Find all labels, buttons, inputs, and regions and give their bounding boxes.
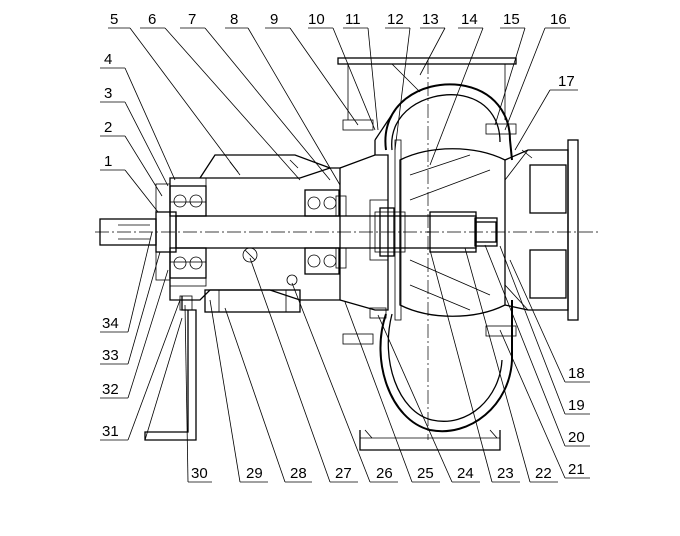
label-part-17: 17 bbox=[558, 73, 575, 90]
label-part-26: 26 bbox=[376, 465, 393, 482]
volute-casing bbox=[359, 83, 513, 451]
label-part-6: 6 bbox=[148, 11, 156, 28]
label-part-5: 5 bbox=[110, 11, 118, 28]
label-part-32: 32 bbox=[102, 381, 119, 398]
label-part-4: 4 bbox=[104, 51, 112, 68]
label-part-25: 25 bbox=[417, 465, 434, 482]
label-part-31: 31 bbox=[102, 423, 119, 440]
label-part-12: 12 bbox=[387, 11, 404, 28]
leader-lines bbox=[100, 27, 590, 483]
label-part-11: 11 bbox=[345, 11, 361, 28]
label-part-16: 16 bbox=[550, 11, 567, 28]
suction-nozzle bbox=[504, 139, 579, 321]
label-part-3: 3 bbox=[104, 85, 112, 102]
label-part-20: 20 bbox=[568, 429, 585, 446]
label-part-24: 24 bbox=[457, 465, 474, 482]
label-part-22: 22 bbox=[535, 465, 552, 482]
housing-lower-part bbox=[204, 247, 301, 313]
label-part-8: 8 bbox=[230, 11, 238, 28]
label-part-30: 30 bbox=[191, 465, 208, 482]
label-part-7: 7 bbox=[188, 11, 196, 28]
label-part-23: 23 bbox=[497, 465, 514, 482]
label-part-9: 9 bbox=[270, 11, 278, 28]
label-part-2: 2 bbox=[104, 119, 112, 136]
label-part-1: 1 bbox=[104, 153, 112, 170]
support-bracket bbox=[144, 295, 197, 441]
part-labels: 5 6 7 8 9 10 11 12 13 14 15 16 4 3 2 1 3… bbox=[102, 11, 585, 482]
label-part-19: 19 bbox=[568, 397, 585, 414]
label-part-27: 27 bbox=[335, 465, 352, 482]
front-bearing bbox=[155, 183, 207, 281]
label-part-34: 34 bbox=[102, 315, 119, 332]
label-part-33: 33 bbox=[102, 347, 119, 364]
label-part-15: 15 bbox=[503, 11, 520, 28]
label-part-14: 14 bbox=[461, 11, 478, 28]
label-part-13: 13 bbox=[422, 11, 439, 28]
label-part-28: 28 bbox=[290, 465, 307, 482]
label-part-29: 29 bbox=[246, 465, 263, 482]
label-part-10: 10 bbox=[308, 11, 325, 28]
rear-bearing bbox=[304, 189, 347, 275]
seal-bracket bbox=[339, 154, 395, 311]
label-part-21: 21 bbox=[568, 461, 585, 478]
label-part-18: 18 bbox=[568, 365, 585, 382]
